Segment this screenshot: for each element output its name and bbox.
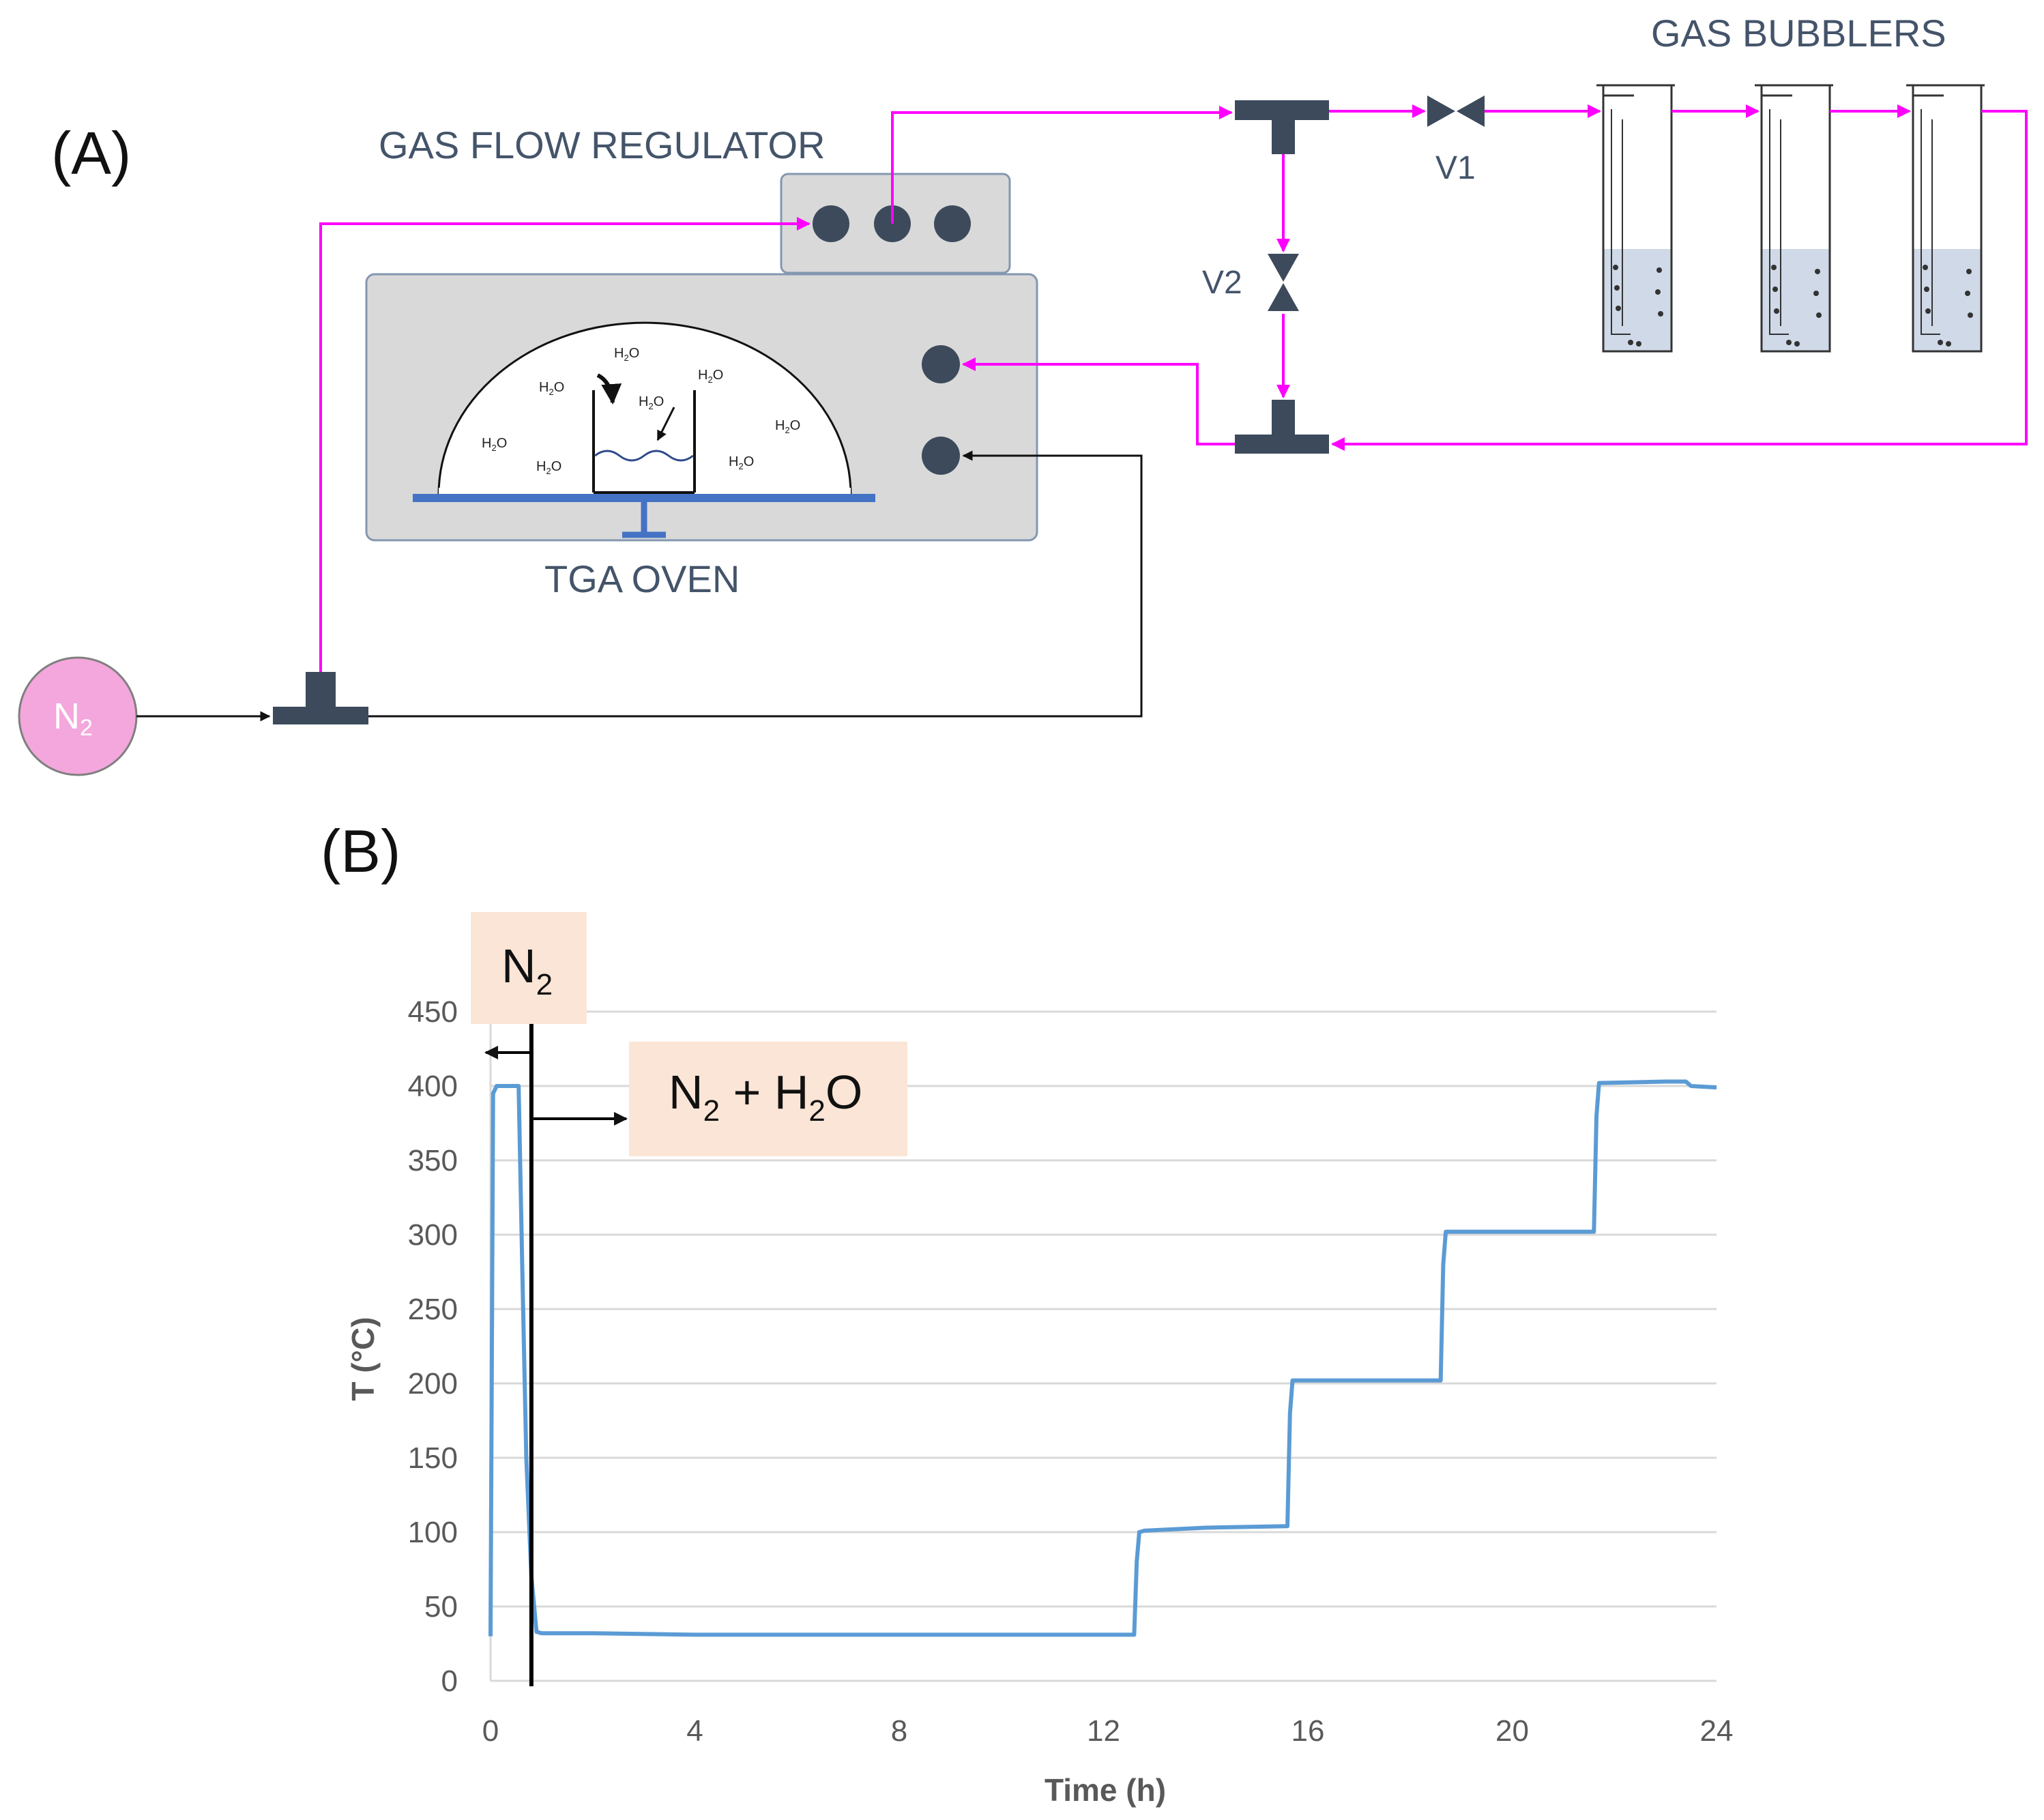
h2o-label: H2O	[536, 459, 561, 476]
x-tick-label: 0	[482, 1714, 499, 1748]
regulator-knob-1	[813, 205, 849, 242]
n2-h2o-box-label: N2 + H2O	[669, 1066, 862, 1128]
x-tick-label: 12	[1087, 1714, 1120, 1748]
y-tick-label: 200	[408, 1367, 458, 1400]
valve2-label: V2	[1202, 265, 1242, 301]
y-tick-label: 50	[424, 1590, 458, 1624]
line-return	[1331, 110, 2028, 451]
y-tick-labels: 0 50 100 150 200 250 300 350 400 450	[408, 995, 458, 1698]
x-tick-label: 4	[686, 1714, 703, 1748]
n2-h2o-annotation: N2 + H2O	[534, 1042, 907, 1156]
gas-flow-regulator-label: GAS FLOW REGULATOR	[379, 123, 825, 166]
h2o-label: H2O	[729, 454, 754, 471]
gas-bubblers	[1596, 84, 1985, 353]
n2-annotation: N2	[471, 912, 587, 1059]
n2-box	[471, 912, 587, 1024]
tee-fittings	[273, 100, 1329, 724]
tee-top	[1235, 100, 1329, 154]
line-dry-to-oven	[368, 450, 1143, 718]
sample-crucible	[592, 390, 696, 494]
n2-box-label: N2	[501, 939, 553, 1001]
temperature-series	[488, 1079, 1717, 1637]
x-axis-title: Time (h)	[1045, 1772, 1166, 1808]
oven-port-dry	[922, 437, 960, 475]
y-tick-label: 350	[408, 1144, 458, 1177]
h2o-label: H2O	[539, 380, 564, 397]
tga-oven	[365, 273, 1038, 542]
tee-bottom	[1235, 400, 1329, 454]
line-to-regulator	[319, 217, 811, 672]
y-tick-label: 450	[408, 995, 458, 1029]
h2o-label: H2O	[482, 436, 507, 453]
humid-gas-lines	[319, 104, 2028, 672]
y-axis-title: T (°C)	[345, 1317, 381, 1400]
h2o-label: H2O	[775, 418, 800, 435]
h2o-label: H2O	[698, 368, 723, 385]
h2o-label: H2O	[614, 346, 639, 363]
valves	[1268, 96, 1485, 311]
oven-dome	[437, 321, 852, 495]
tga-oven-label: TGA OVEN	[544, 557, 740, 600]
y-tick-label: 0	[441, 1664, 458, 1698]
x-tick-label: 8	[891, 1714, 907, 1748]
x-tick-label: 16	[1291, 1714, 1325, 1748]
x-tick-label: 20	[1495, 1714, 1529, 1748]
n2-source-label: N2	[53, 696, 93, 741]
bubbler-3	[1906, 84, 1985, 353]
x-tick-labels: 0 4 8 12 16 20 24	[482, 1714, 1734, 1748]
y-tick-label: 400	[408, 1070, 458, 1103]
x-tick-label: 24	[1700, 1714, 1734, 1748]
gas-flow-regulator	[780, 173, 1011, 274]
panel-a-label: (A)	[51, 119, 131, 187]
y-tick-label: 100	[408, 1516, 458, 1549]
h2o-labels: H2O H2O H2O H2O H2O H2O H2O H2O	[482, 346, 800, 476]
y-tick-label: 250	[408, 1293, 458, 1326]
line-regulator-to-tee	[891, 106, 1233, 224]
valve1-label: V1	[1435, 150, 1476, 186]
bubbler-2	[1755, 84, 1833, 353]
valve-v2	[1268, 254, 1299, 311]
n2-source: N2	[18, 656, 138, 776]
oven-port-wet	[922, 345, 960, 383]
n2-h2o-box	[629, 1042, 907, 1156]
tee-n2-split	[273, 672, 368, 724]
bubbler-1	[1596, 84, 1675, 353]
y-tick-label: 300	[408, 1218, 458, 1252]
sample-water-surface	[594, 450, 694, 462]
h2o-label: H2O	[639, 394, 664, 411]
valve-v1	[1427, 96, 1485, 127]
dry-gas-lines	[136, 450, 1143, 722]
y-tick-label: 150	[408, 1441, 458, 1475]
gas-bubblers-label: GAS BUBBLERS	[1651, 12, 1946, 55]
curved-arrow	[596, 373, 622, 405]
panel-b-label: (B)	[321, 817, 400, 885]
line-to-oven	[962, 357, 1235, 445]
regulator-knob-3	[934, 205, 971, 242]
